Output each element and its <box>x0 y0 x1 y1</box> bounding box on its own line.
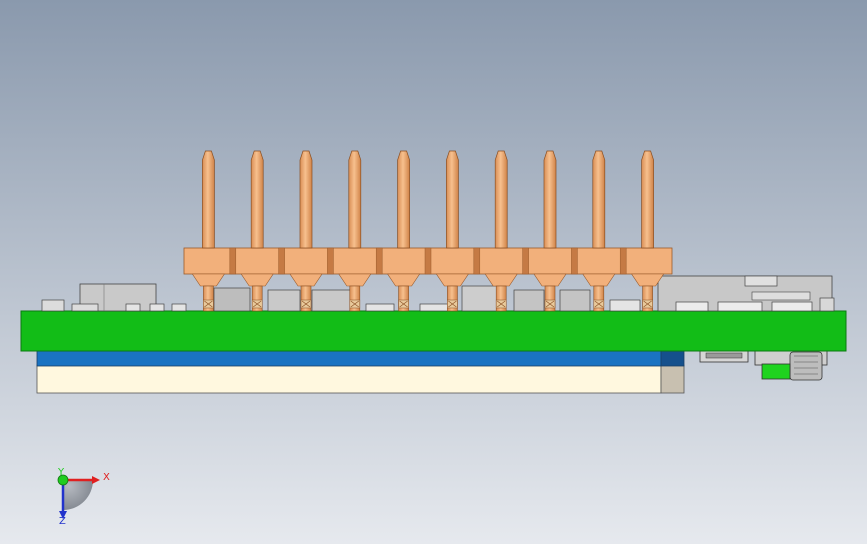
pin-header <box>183 150 673 312</box>
header-foot <box>533 273 567 287</box>
header-separator <box>375 247 383 275</box>
header-foot <box>435 273 469 287</box>
header-separator <box>619 247 627 275</box>
x-axis-label: X <box>103 472 110 483</box>
header-separator <box>327 247 334 275</box>
green-connector <box>761 363 791 380</box>
header-foot <box>582 273 616 287</box>
cream-base-layer <box>36 364 662 394</box>
solder-pad-mark <box>545 300 555 308</box>
header-pin <box>202 150 215 249</box>
header-pin-lower <box>300 285 312 312</box>
header-pin <box>494 150 508 249</box>
solder-pad-mark <box>594 300 603 308</box>
solder-pad-mark <box>301 300 311 308</box>
header-pin-lower <box>593 285 605 312</box>
header-pin <box>446 150 459 249</box>
header-pin-lower <box>544 285 556 312</box>
header-pin <box>299 150 313 249</box>
solder-pad-mark <box>497 300 506 308</box>
header-foot <box>240 273 274 287</box>
header-pin-lower <box>349 285 361 312</box>
header-pin <box>397 150 410 249</box>
header-pin <box>592 150 606 249</box>
header-pin-lower <box>203 285 214 312</box>
top-side-components <box>41 275 835 312</box>
header-foot <box>289 273 323 287</box>
solder-pad-mark <box>643 300 652 308</box>
z-axis-label: Z <box>59 516 66 527</box>
header-foot <box>631 273 665 287</box>
header-pin-lower <box>447 285 458 312</box>
header-separator <box>571 247 578 275</box>
header-pin <box>543 150 557 249</box>
header-pin <box>348 150 362 249</box>
header-foot <box>338 273 372 287</box>
blue-layer <box>36 349 662 367</box>
header-separator <box>278 247 285 275</box>
header-pin <box>250 150 264 249</box>
header-foot <box>387 273 421 287</box>
coordinate-triad-icon: X Y Z <box>57 467 110 527</box>
header-foot <box>191 273 225 287</box>
solder-pad-mark <box>448 300 457 308</box>
blue-layer-end <box>660 349 685 367</box>
pcb-board <box>20 310 847 352</box>
header-pin <box>641 150 654 249</box>
right-underside-components <box>699 349 828 381</box>
header-separator <box>522 247 529 275</box>
header-separator <box>229 247 237 275</box>
cream-base-end <box>660 364 685 394</box>
header-pin-lower <box>398 285 409 312</box>
y-axis-label: Y <box>57 467 65 478</box>
header-pin-lower <box>495 285 507 312</box>
solder-pad-mark <box>253 300 262 308</box>
header-pin-lower <box>642 285 653 312</box>
solder-pad-mark <box>204 300 213 308</box>
header-separator <box>473 247 481 275</box>
header-pin-lower <box>251 285 263 312</box>
header-foot <box>484 273 518 287</box>
solder-pad-mark <box>350 300 359 308</box>
header-separator <box>424 247 432 275</box>
solder-pad-mark <box>399 300 408 308</box>
